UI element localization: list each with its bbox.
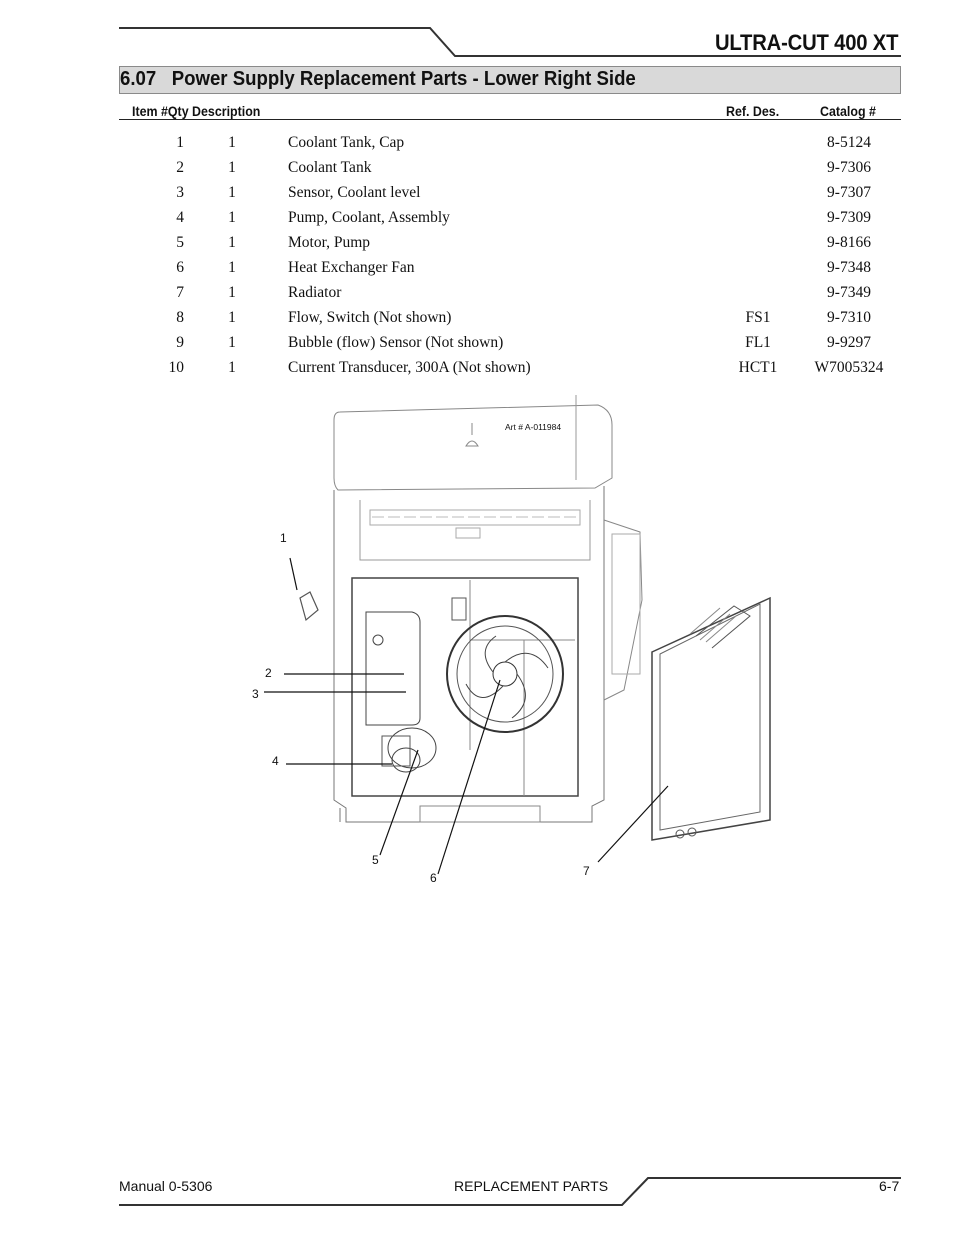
description: Coolant Tank, Cap: [288, 134, 405, 151]
item-number: 2: [176, 159, 184, 176]
item-number: 3: [176, 184, 184, 201]
column-header-catalog: Catalog #: [820, 104, 876, 119]
table-row: 9 1 Bubble (flow) Sensor (Not shown) FL1…: [0, 334, 954, 359]
item-number: 6: [176, 259, 184, 276]
description: Heat Exchanger Fan: [288, 259, 415, 276]
callout-1: 1: [280, 531, 287, 545]
quantity: 1: [228, 334, 236, 351]
header-rule: [119, 27, 901, 57]
catalog-number: 9-7349: [827, 284, 871, 301]
parts-illustration: [264, 395, 771, 875]
reference-designator: FL1: [745, 334, 771, 351]
callout-7: 7: [583, 864, 590, 878]
catalog-number: 9-7306: [827, 159, 871, 176]
item-number: 5: [176, 234, 184, 251]
description: Flow, Switch (Not shown): [288, 309, 452, 326]
section-title-bar: 6.07 Power Supply Replacement Parts - Lo…: [119, 66, 901, 94]
manual-number: Manual 0-5306: [119, 1178, 213, 1194]
description: Sensor, Coolant level: [288, 184, 421, 201]
table-row: 3 1 Sensor, Coolant level 9-7307: [0, 184, 954, 209]
catalog-number: W7005324: [814, 359, 884, 376]
quantity: 1: [228, 309, 236, 326]
description: Bubble (flow) Sensor (Not shown): [288, 334, 504, 351]
column-header-ref-des: Ref. Des.: [726, 104, 780, 119]
footer-section: REPLACEMENT PARTS: [454, 1178, 609, 1194]
catalog-number: 9-7348: [827, 259, 871, 276]
callout-3: 3: [252, 687, 259, 701]
catalog-number: 9-9297: [827, 334, 871, 351]
table-row: 5 1 Motor, Pump 9-8166: [0, 234, 954, 259]
table-row: 4 1 Pump, Coolant, Assembly 9-7309: [0, 209, 954, 234]
table-row: 6 1 Heat Exchanger Fan 9-7348: [0, 259, 954, 284]
quantity: 1: [228, 259, 236, 276]
callout-6: 6: [430, 871, 437, 885]
description: Pump, Coolant, Assembly: [288, 209, 450, 226]
quantity: 1: [228, 359, 236, 376]
description: Current Transducer, 300A (Not shown): [288, 359, 531, 376]
callout-2: 2: [265, 666, 272, 680]
callout-5: 5: [372, 853, 379, 867]
item-number: 8: [176, 309, 184, 326]
quantity: 1: [228, 209, 236, 226]
catalog-number: 9-7307: [827, 184, 871, 201]
item-number: 7: [176, 284, 184, 301]
column-header-item-qty-desc: Item #Qty Description: [132, 104, 261, 119]
catalog-number: 9-8166: [827, 234, 871, 251]
callout-4: 4: [272, 754, 279, 768]
table-row: 1 1 Coolant Tank, Cap 8-5124: [0, 134, 954, 159]
description: Motor, Pump: [288, 234, 371, 251]
description: Radiator: [288, 284, 342, 301]
quantity: 1: [228, 284, 236, 301]
table-row: 10 1 Current Transducer, 300A (Not shown…: [0, 359, 954, 384]
description: Coolant Tank: [288, 159, 372, 176]
page-number: 6-7: [879, 1178, 900, 1194]
art-number: Art # A-011984: [505, 422, 562, 432]
catalog-number: 9-7310: [827, 309, 871, 326]
section-heading: Power Supply Replacement Parts - Lower R…: [171, 68, 636, 90]
product-title: ULTRA-CUT 400 XT: [714, 30, 899, 55]
quantity: 1: [228, 134, 236, 151]
footer-rule: [119, 1177, 901, 1206]
reference-designator: HCT1: [738, 359, 778, 376]
quantity: 1: [228, 234, 236, 251]
item-number: 9: [176, 334, 184, 351]
table-row: 8 1 Flow, Switch (Not shown) FS1 9-7310: [0, 309, 954, 334]
table-header-rule: [119, 119, 901, 120]
item-number: 1: [176, 134, 184, 151]
reference-designator: FS1: [745, 309, 771, 326]
quantity: 1: [228, 159, 236, 176]
section-title: 6.07 Power Supply Replacement Parts - Lo…: [120, 68, 636, 91]
item-number: 4: [176, 209, 184, 226]
table-row: 7 1 Radiator 9-7349: [0, 284, 954, 309]
catalog-number: 9-7309: [827, 209, 871, 226]
quantity: 1: [228, 184, 236, 201]
item-number: 10: [168, 359, 185, 376]
section-number: 6.07: [120, 68, 157, 90]
catalog-number: 8-5124: [827, 134, 871, 151]
table-row: 2 1 Coolant Tank 9-7306: [0, 159, 954, 184]
